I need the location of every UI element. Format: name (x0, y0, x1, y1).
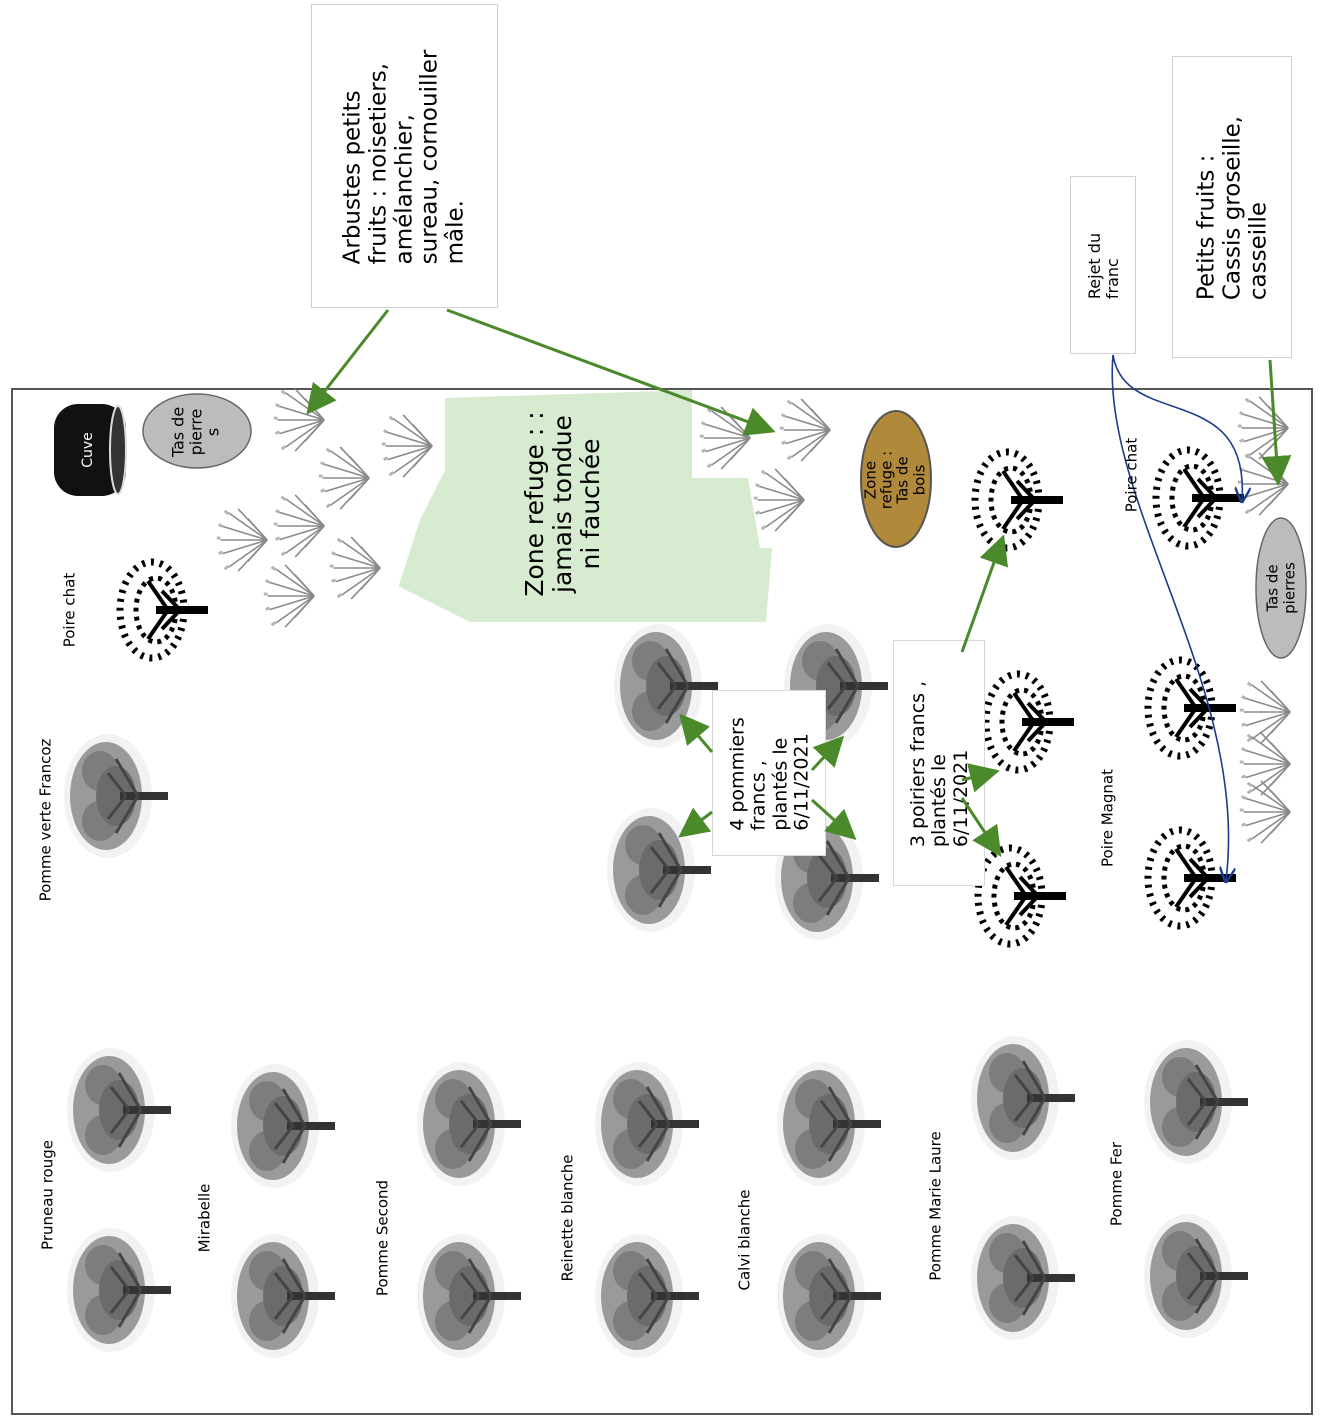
tas-pierres-1 (142, 393, 252, 469)
label-pomme-verte: Pomme verte Francoz (36, 738, 55, 902)
label-calvi-blanche: Calvi blanche (735, 1189, 754, 1291)
tas-bois (860, 410, 932, 548)
pommiers-note: 4 pommiers francs , plantés le 6/11/2021 (712, 690, 826, 856)
label-pomme-fer: Pomme Fer (1107, 1141, 1126, 1227)
label-pomme-second: Pomme Second (373, 1179, 392, 1297)
label-pomme-marie-laure: Pomme Marie Laure (926, 1131, 945, 1281)
label-poire-chat-left: Poire chat (60, 572, 79, 648)
label-poire-magnat: Poire Magnat (1098, 769, 1117, 867)
poiriers-note: 3 poiriers francs , plantés le 6/11/2021 (893, 640, 985, 886)
arbustes-note: Arbustes petits fruits : noisetiers, amé… (311, 4, 498, 308)
petits-fruits-note: Petits fruits : Cassis groseille, cassei… (1172, 56, 1292, 358)
label-mirabelle: Mirabelle (195, 1183, 214, 1253)
label-pruneau-rouge: Pruneau rouge (38, 1140, 57, 1250)
tas-pierres-2 (1255, 517, 1307, 659)
label-reinette-blanche: Reinette blanche (558, 1154, 577, 1282)
cuve-tank (54, 404, 127, 496)
rejet-note: Rejet du franc (1070, 176, 1136, 354)
label-poire-chat-right: Poire chat (1122, 437, 1141, 513)
